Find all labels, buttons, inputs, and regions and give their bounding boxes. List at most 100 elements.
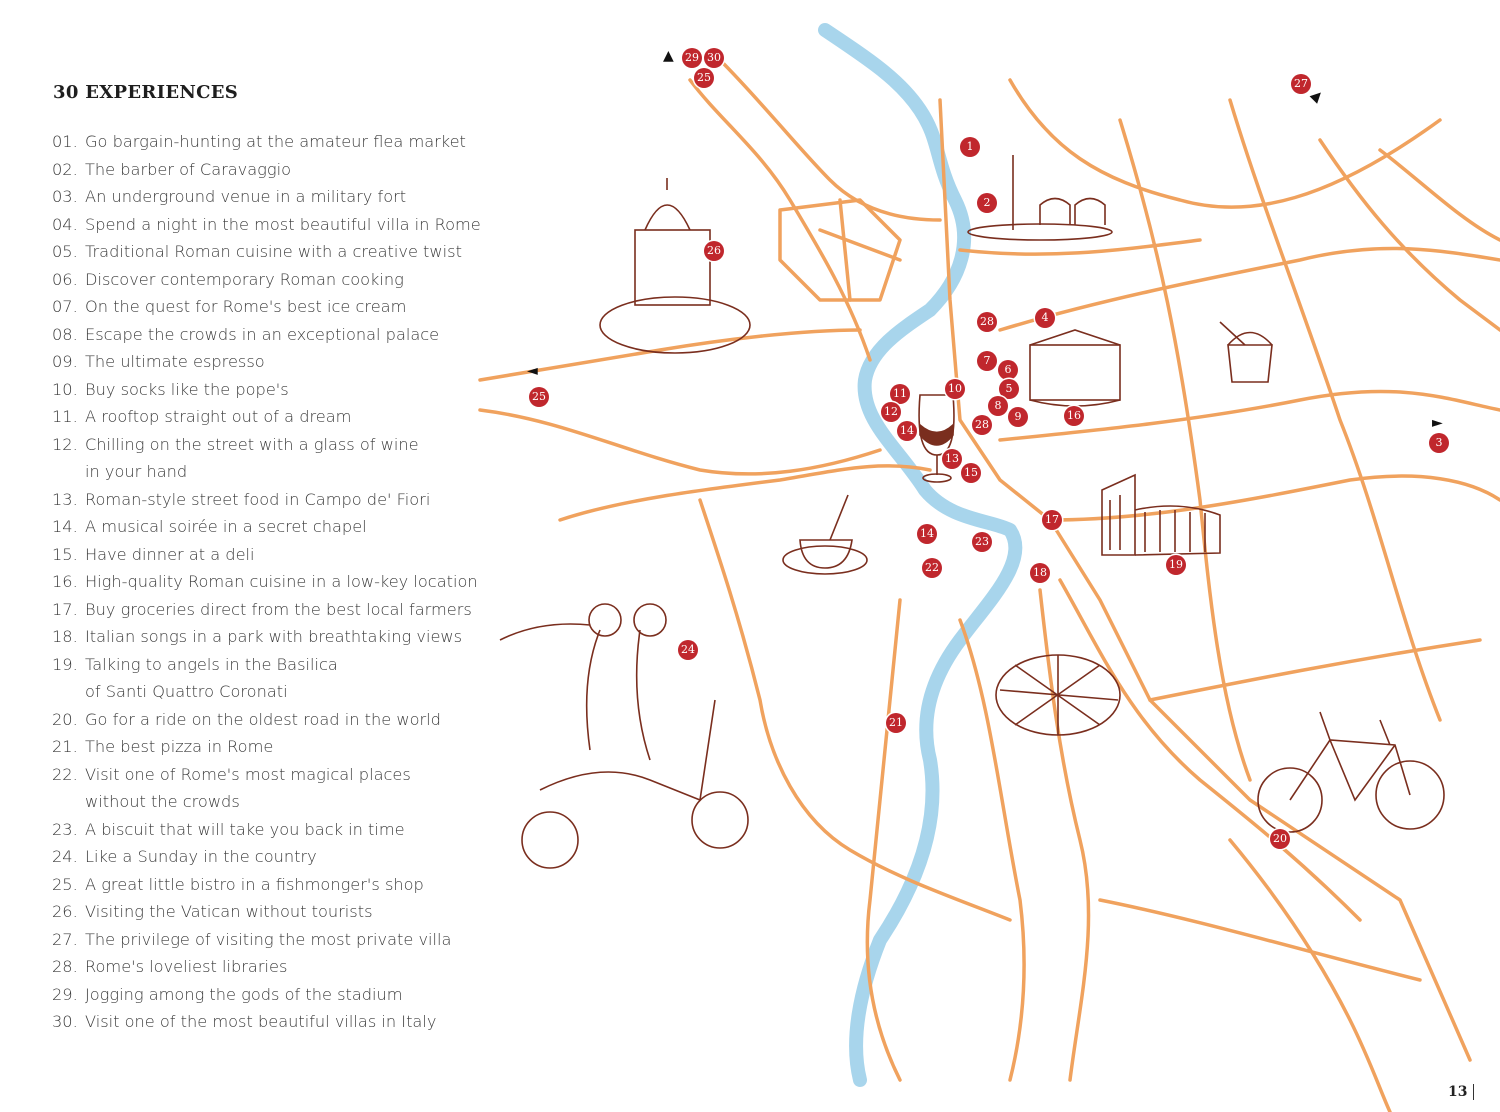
experience-item: 21.The best pizza in Rome	[52, 733, 481, 761]
experience-title-continued: without the crowds	[85, 792, 240, 811]
experience-number: 05.	[52, 242, 78, 261]
map-marker[interactable]: 21	[886, 713, 906, 733]
map-marker[interactable]: 11	[890, 384, 910, 404]
experience-number: 27.	[52, 929, 78, 949]
experience-number: 10.	[52, 379, 78, 399]
experience-number: 26.	[52, 902, 78, 921]
map-marker[interactable]: 29	[682, 48, 702, 68]
map-marker[interactable]: 9	[1008, 407, 1028, 427]
arrow-left-icon: ◄	[527, 363, 538, 379]
experience-text: A musical soirée in a secret chapel	[85, 513, 367, 541]
experience-title: Traditional Roman cuisine with a creativ…	[85, 242, 462, 261]
experience-text: High-quality Roman cuisine in a low-key …	[85, 568, 478, 596]
experience-number: 23.	[52, 819, 78, 839]
map-marker[interactable]: 2	[977, 193, 997, 213]
experience-number: 02.	[52, 159, 78, 179]
experience-title: Spend a night in the most beautiful vill…	[85, 214, 481, 234]
map-marker[interactable]: 10	[945, 379, 965, 399]
map-marker[interactable]: 19	[1166, 555, 1186, 575]
experience-title: Go for a ride on the oldest road in the …	[85, 709, 441, 729]
experience-text: Have dinner at a deli	[85, 541, 255, 569]
experience-text: Traditional Roman cuisine with a creativ…	[85, 238, 462, 266]
map-marker[interactable]: 28	[977, 312, 997, 332]
experience-text: The privilege of visiting the most priva…	[85, 926, 451, 954]
experience-number: 14.	[52, 517, 78, 536]
map-marker[interactable]: 3	[1429, 433, 1449, 453]
experience-number: 13.	[52, 489, 78, 509]
experience-text: Chilling on the street with a glass of w…	[85, 431, 419, 486]
map-marker[interactable]: 17	[1042, 510, 1062, 530]
experience-item: 29.Jogging among the gods of the stadium	[52, 981, 481, 1009]
experience-number: 01.	[52, 132, 78, 151]
experience-text: Buy groceries direct from the best local…	[85, 596, 472, 624]
experience-number: 08.	[52, 324, 78, 344]
map-marker[interactable]: 14	[917, 524, 937, 544]
experience-number: 17.	[52, 599, 78, 619]
experience-text: The best pizza in Rome	[85, 733, 273, 761]
experience-text: Visit one of the most beautiful villas i…	[85, 1008, 436, 1036]
pizza-illustration	[995, 654, 1121, 736]
map-marker[interactable]: 4	[1035, 308, 1055, 328]
experience-number: 12.	[52, 434, 78, 454]
map-marker[interactable]: 22	[922, 558, 942, 578]
experience-title: A biscuit that will take you back in tim…	[85, 819, 405, 839]
map-marker[interactable]: 25	[694, 68, 714, 88]
experience-item: 03.An underground venue in a military fo…	[52, 183, 481, 211]
piazza-del-popolo-illustration	[967, 155, 1113, 241]
map-marker[interactable]: 27	[1291, 74, 1311, 94]
experience-item: 12. Chilling on the street with a glass o…	[52, 431, 481, 486]
map-marker[interactable]: 12	[881, 402, 901, 422]
map-marker[interactable]: 24	[678, 640, 698, 660]
experience-item: 20. Go for a ride on the oldest road in t…	[52, 706, 481, 734]
experience-title: Visit one of Rome's most magical places	[85, 764, 411, 784]
experience-text: Go bargain-hunting at the amateur flea m…	[85, 128, 466, 156]
experience-text: Italian songs in a park with breathtakin…	[85, 623, 462, 651]
experience-item: 01. Go bargain-hunting at the amateur fle…	[52, 128, 481, 156]
experience-title: Jogging among the gods of the stadium	[85, 984, 403, 1004]
experience-text: On the quest for Rome's best ice cream	[85, 293, 406, 321]
experience-title: The privilege of visiting the most priva…	[85, 929, 452, 949]
experience-item: 26.Visiting the Vatican without tourists	[52, 898, 481, 926]
page-number: 13	[1448, 1084, 1475, 1100]
experience-title: Like a Sunday in the country	[85, 847, 317, 866]
experience-text: Like a Sunday in the country	[85, 843, 317, 871]
map-marker[interactable]: 14	[897, 421, 917, 441]
experience-number: 18.	[52, 627, 78, 646]
experience-item: 18. Italian songs in a park with breathta…	[52, 623, 481, 651]
experience-title: Chilling on the street with a glass of w…	[85, 434, 419, 454]
experience-title: Italian songs in a park with breathtakin…	[85, 627, 463, 646]
map-marker[interactable]: 16	[1064, 406, 1084, 426]
experience-title-continued: in your hand	[85, 462, 188, 481]
experience-text: Jogging among the gods of the stadium	[85, 981, 403, 1009]
map-marker[interactable]: 28	[972, 415, 992, 435]
experience-title: High-quality Roman cuisine in a low-key …	[85, 572, 478, 591]
map-marker[interactable]: 30	[704, 48, 724, 68]
map-marker[interactable]: 8	[988, 396, 1008, 416]
experience-item: 05. Traditional Roman cuisine with a crea…	[52, 238, 481, 266]
map-marker[interactable]: 13	[942, 449, 962, 469]
map-marker[interactable]: 18	[1030, 563, 1050, 583]
experience-text: Visit one of Rome's most magical places w…	[85, 761, 411, 816]
arrow-up-icon: ▲	[663, 48, 674, 64]
st-peters-basilica-illustration	[599, 178, 751, 354]
map-marker[interactable]: 15	[961, 463, 981, 483]
experience-title: Buy groceries direct from the best local…	[85, 599, 472, 619]
map-marker[interactable]: 26	[704, 241, 724, 261]
experience-number: 20.	[52, 709, 78, 729]
experience-item: 13.Roman-style street food in Campo de' …	[52, 486, 481, 514]
map-marker[interactable]: 7	[977, 351, 997, 371]
map-marker[interactable]: 20	[1270, 829, 1290, 849]
experiences-list: 01. Go bargain-hunting at the amateur fle…	[52, 128, 481, 1036]
map-marker[interactable]: 25	[529, 387, 549, 407]
experience-text: The barber of Caravaggio	[85, 156, 291, 184]
experience-item: 28.Rome's loveliest libraries	[52, 953, 481, 981]
map-marker[interactable]: 5	[999, 379, 1019, 399]
experience-number: 07.	[52, 297, 78, 316]
experience-text: A rooftop straight out of a dream	[85, 403, 351, 431]
map-marker[interactable]: 1	[960, 137, 980, 157]
map-marker[interactable]: 6	[998, 360, 1018, 380]
map-marker[interactable]: 23	[972, 532, 992, 552]
experience-title: On the quest for Rome's best ice cream	[85, 297, 407, 316]
experience-number: 25.	[52, 874, 78, 894]
